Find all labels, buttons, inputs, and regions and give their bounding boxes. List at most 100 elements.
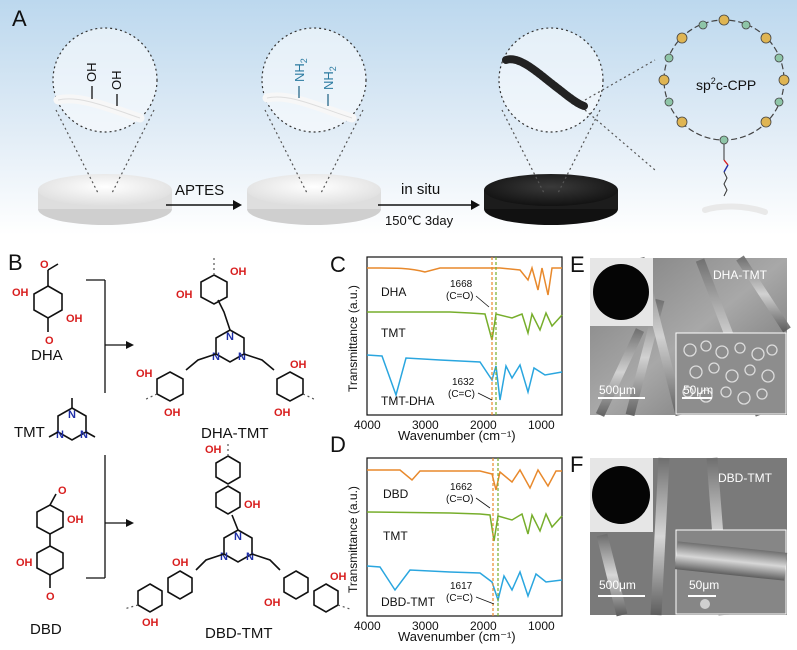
svg-text:OH: OH [230,266,247,278]
svg-text:OH: OH [330,571,347,583]
sem-e-scale-2: 50μm [683,383,713,397]
svg-text:O: O [40,259,49,271]
panel-d: D Transmittance (a.u.) Wavenumber (cm⁻¹)… [330,432,563,644]
spectrum-c-xlabel: Wavenumber (cm⁻¹) [398,428,516,443]
sponge-white-1 [38,174,172,225]
svg-text:N: N [226,331,234,343]
magnifier-circle-2: NH2 NH2 [261,27,367,194]
arrow-in-situ: in situ 150℃ 3day [378,181,480,228]
spectrum-c-trace-tmt-dha [366,354,563,401]
c-trace-label-dha: DHA [381,285,406,299]
molecule-dbd: O O OH OH DBD [16,485,84,638]
c-ann1-bond: (C=O) [446,291,474,302]
panel-c: C Transmittance (a.u.) Wavenumber (cm⁻¹)… [330,252,563,443]
panel-f: F DBD-TMT 500μm 50μm [570,452,788,617]
dbd-label: DBD [30,621,62,638]
svg-text:OH: OH [264,597,281,609]
d-xtick-3000: 3000 [412,619,439,633]
molecule-dha: O O OH OH DHA [12,259,83,364]
svg-text:N: N [56,429,64,441]
svg-text:OH: OH [205,444,222,456]
d-ann2-bond: (C=C) [446,593,473,604]
c-trace-label-tmt: TMT [381,326,406,340]
spectrum-d-xlabel: Wavenumber (cm⁻¹) [398,629,516,644]
svg-text:N: N [212,351,220,363]
c-trace-label-tmt-dha: TMT-DHA [381,394,434,408]
magnifier-circle-3 [498,27,656,194]
c-xtick-3000: 3000 [412,418,439,432]
svg-text:OH: OH [172,557,189,569]
spectrum-d-ylabel: Transmittance (a.u.) [346,486,360,593]
svg-text:N: N [234,531,242,543]
spectrum-c-frame [366,256,563,416]
svg-text:N: N [68,409,76,421]
c-ann1-value: 1668 [450,279,473,290]
panel-label-f: F [570,452,583,477]
svg-text:N: N [238,351,246,363]
svg-text:OH: OH [16,557,33,569]
dha-label: DHA [31,347,63,364]
oh-label-2: OH [109,71,124,91]
d-ann1-value: 1662 [450,482,473,493]
svg-text:OH: OH [66,313,83,325]
d-xtick-1000: 1000 [528,619,555,633]
svg-text:OH: OH [12,287,29,299]
svg-text:OH: OH [164,407,181,419]
panel-e: E DHA-TMT 500μm 50μm [570,252,791,417]
sem-e-title: DHA-TMT [713,268,768,282]
svg-text:OH: OH [290,359,307,371]
tmt-label: TMT [14,424,45,441]
magnifier-circle-1: OH OH [52,27,158,194]
d-xtick-2000: 2000 [470,619,497,633]
c-xtick-2000: 2000 [470,418,497,432]
panel-label-d: D [330,432,346,457]
svg-text:OH: OH [67,514,84,526]
sem-f-scale-2: 50μm [689,578,719,592]
spectrum-c-trace-dha [366,265,562,296]
d-trace-label-tmt: TMT [383,529,408,543]
svg-text:N: N [246,551,254,563]
d-trace-label-dbd: DBD [383,487,409,501]
nh2-label-1: NH2 [292,58,309,82]
svg-text:OH: OH [274,407,291,419]
aptes-label: APTES [175,182,224,199]
svg-text:O: O [45,335,54,347]
panel-b: B O O OH OH DHA N N N TMT [8,250,351,642]
c-xtick-1000: 1000 [528,418,555,432]
c-ann2-bond: (C=C) [448,389,475,400]
svg-text:O: O [58,485,67,497]
d-xtick-4000: 4000 [354,619,381,633]
sponge-black [484,174,618,225]
oh-label-1: OH [84,63,99,83]
sem-f-scale-1: 500μm [599,578,636,592]
spectrum-c-trace-tmt [367,311,563,341]
sem-e-scale-1: 500μm [599,383,636,397]
in-situ-label: in situ [401,181,440,198]
dha-tmt-label: DHA-TMT [201,425,269,442]
spectrum-c-xticks: 4000 3000 2000 1000 [354,418,555,432]
svg-text:OH: OH [244,499,261,511]
dbd-tmt-label: DBD-TMT [205,625,273,642]
panel-label-a: A [12,6,27,31]
molecule-dbd-tmt: N N N OH OH OH OH OH OH DBD-TMT [123,444,351,642]
svg-text:OH: OH [136,368,153,380]
d-ann1-bond: (C=O) [446,494,474,505]
c-xtick-4000: 4000 [354,418,381,432]
molecule-dha-tmt: N N N OH OH OH OH OH OH DHA-TMT [136,258,317,442]
svg-text:O: O [46,591,55,603]
spectrum-d-trace-tmt [366,511,563,542]
arrow-aptes: APTES [166,182,242,210]
panel-label-b: B [8,250,23,275]
spectrum-c-ylabel: Transmittance (a.u.) [346,285,360,392]
spectrum-d-trace-dbd [367,468,562,491]
d-trace-label-dbd-tmt: DBD-TMT [381,595,436,609]
spectrum-d-xticks: 4000 3000 2000 1000 [354,619,555,633]
svg-text:OH: OH [142,617,159,629]
sponge-white-2 [247,174,381,225]
panel-label-c: C [330,252,346,277]
cpp-label: sp2c-CPP [696,76,756,93]
svg-text:OH: OH [176,289,193,301]
d-ann2-value: 1617 [450,581,473,592]
reaction-arrows [86,279,134,579]
